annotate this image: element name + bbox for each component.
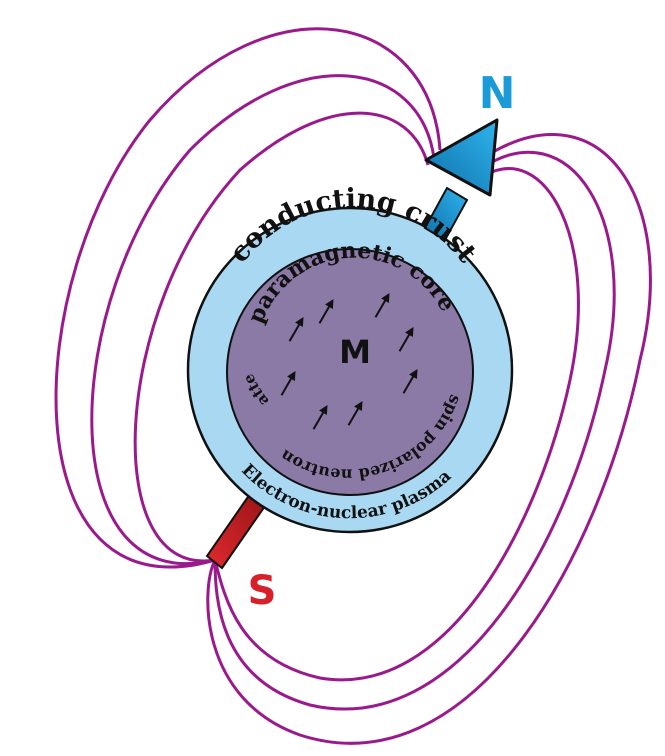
paramagnetic-core	[226, 248, 474, 496]
south-pole-label: S	[248, 568, 277, 614]
spin-arrows	[280, 293, 418, 430]
magnetization-symbol: M	[339, 333, 371, 371]
spin-arrow-icon	[312, 405, 328, 430]
field-line-inner-left	[133, 111, 430, 563]
spin-arrow-icon	[288, 317, 304, 342]
spin-arrow-icon	[398, 327, 414, 352]
spin-arrow-icon	[318, 299, 334, 324]
north-pole-label: N	[479, 68, 516, 119]
field-line-mid-left	[90, 74, 436, 565]
neutron-star	[186, 206, 514, 534]
field-line-mid-right	[213, 150, 616, 711]
south-pole-rod	[205, 492, 267, 570]
north-pole-shaft	[423, 186, 469, 242]
field-line-inner-right	[213, 167, 580, 682]
spin-arrow-icon	[374, 293, 390, 318]
spin-arrow-icon	[347, 401, 363, 426]
north-pole-arrowhead	[424, 118, 499, 197]
magnetic-field-lines	[54, 27, 652, 745]
spin-arrow-icon	[402, 369, 418, 394]
spin-arrow-icon	[280, 371, 296, 396]
field-line-outer-right	[206, 133, 652, 745]
north-pole-arrow	[423, 118, 499, 242]
field-line-outer-left	[54, 27, 442, 569]
